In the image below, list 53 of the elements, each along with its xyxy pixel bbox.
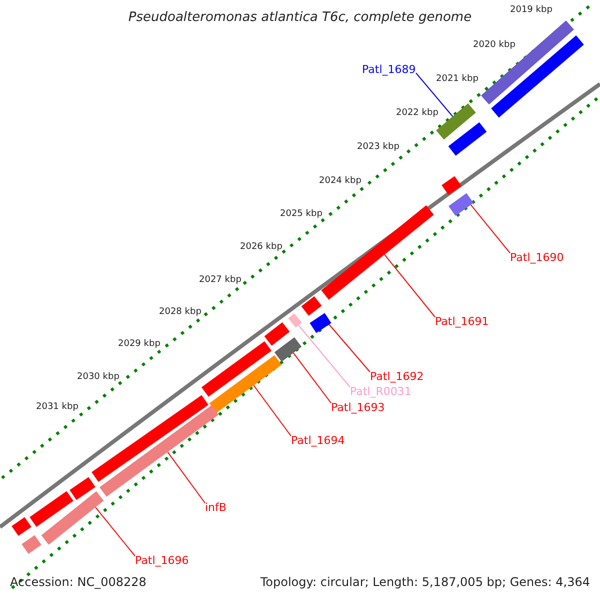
gene-label: Patl_1690 bbox=[510, 252, 564, 263]
scale-label: 2031 kbp bbox=[36, 403, 78, 412]
gene-bar bbox=[12, 517, 32, 536]
footer-text: Accession: NC_008228 bbox=[10, 576, 146, 588]
gene-bar bbox=[41, 491, 104, 545]
gene-label: Patl_1689 bbox=[362, 64, 416, 75]
gene-bar bbox=[264, 322, 290, 346]
gene-bar bbox=[70, 477, 96, 500]
leader-line bbox=[292, 352, 332, 404]
gene-bar bbox=[321, 205, 434, 300]
leader-line bbox=[328, 324, 370, 372]
leader-line bbox=[95, 506, 136, 556]
scale-label: 2021 kbp bbox=[436, 75, 478, 84]
scale-label: 2029 kbp bbox=[118, 340, 160, 349]
gene-bar bbox=[202, 341, 272, 397]
scale-label: 2028 kbp bbox=[159, 308, 202, 317]
gene-bar bbox=[209, 355, 282, 413]
gene-bar bbox=[436, 103, 476, 140]
gene-bar bbox=[288, 313, 302, 328]
gene-bar bbox=[30, 491, 74, 527]
footer-text: Topology: circular; Length: 5,187,005 bp; Genes: 4,364 bbox=[260, 576, 590, 588]
scale-label: 2019 kbp bbox=[510, 6, 552, 15]
leader-line bbox=[298, 324, 350, 388]
gene-label: Patl_1693 bbox=[331, 402, 385, 413]
gene-label: Patl_1696 bbox=[135, 555, 189, 566]
gene-bar bbox=[310, 313, 332, 333]
gene-label: infB bbox=[205, 502, 226, 513]
scale-label: 2023 kbp bbox=[357, 143, 400, 152]
leader-line bbox=[253, 384, 292, 436]
gene-bar bbox=[22, 535, 42, 554]
gene-label: Patl_R0031 bbox=[350, 386, 412, 397]
leader-line bbox=[167, 452, 206, 504]
gene-label: Patl_1691 bbox=[435, 316, 489, 327]
leader-line bbox=[470, 204, 510, 254]
scale-label: 2026 kbp bbox=[240, 243, 282, 252]
scale-label: 2027 kbp bbox=[199, 276, 242, 285]
gene-bar bbox=[442, 176, 462, 195]
gene-label: Patl_1694 bbox=[291, 435, 345, 446]
scale-label: 2024 kbp bbox=[319, 177, 362, 186]
diagram-title: Pseudoalteromonas atlantica T6c, complete genome bbox=[127, 11, 473, 24]
gene-bar bbox=[92, 395, 208, 482]
leader-line bbox=[416, 72, 454, 117]
scale-label: 2025 kbp bbox=[280, 210, 322, 219]
gene-bar bbox=[301, 296, 322, 316]
scale-label: 2020 kbp bbox=[473, 41, 516, 50]
leader-line bbox=[384, 254, 436, 318]
gene-bar bbox=[448, 193, 474, 216]
gene-label: Patl_1692 bbox=[370, 371, 424, 382]
scale-label: 2022 kbp bbox=[396, 109, 438, 118]
gene-bar bbox=[100, 405, 218, 497]
gene-bar bbox=[448, 122, 487, 156]
gene-bar bbox=[274, 337, 302, 362]
scale-label: 2030 kbp bbox=[77, 373, 120, 382]
